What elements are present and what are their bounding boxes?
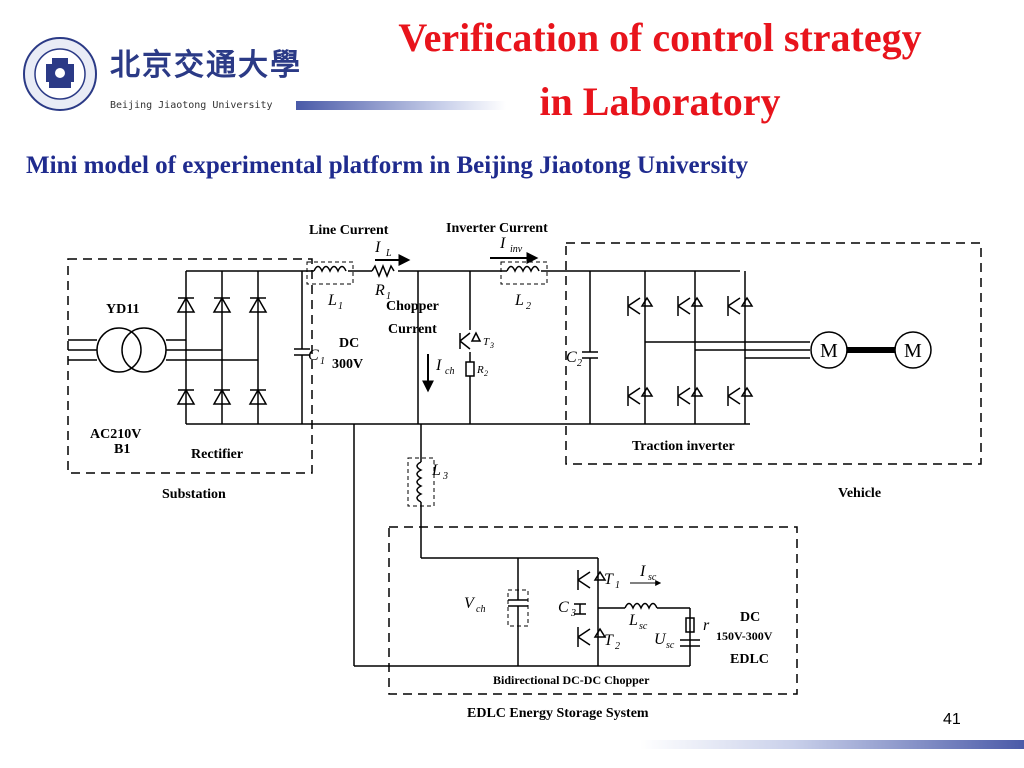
sym-isc: I [639, 563, 646, 580]
sym-il: I [374, 239, 381, 256]
university-seal-icon [23, 37, 97, 111]
page-number: 41 [943, 711, 961, 728]
edlc-dc-label: DC [740, 610, 760, 625]
sym-c3: C [558, 599, 569, 616]
footer-band [640, 740, 1024, 749]
university-logo [22, 36, 98, 112]
svg-text:2: 2 [577, 358, 582, 369]
l3-box [407, 457, 435, 507]
chopper-current-label-1: Chopper [386, 299, 439, 314]
transformer-yd11 [68, 327, 258, 373]
university-name-en: Beijing Jiaotong University [110, 100, 273, 111]
yd11-label: YD11 [106, 302, 139, 317]
sym-c2: C [566, 349, 577, 366]
current-arrows [375, 252, 662, 586]
svg-text:1: 1 [386, 291, 391, 302]
edlc-chopper [354, 557, 700, 667]
svg-text:inv: inv [510, 244, 523, 255]
sym-l3: L [431, 462, 441, 479]
dc-bus [186, 263, 810, 666]
svg-text:2: 2 [526, 301, 531, 312]
university-name-cn: 北京交通大學 [110, 48, 302, 83]
b1-label: B1 [114, 442, 130, 457]
traction-inverter-label: Traction inverter [632, 439, 735, 454]
svg-text:sc: sc [648, 572, 657, 583]
sym-lsc: L [628, 612, 638, 629]
svg-text:ch: ch [445, 366, 454, 377]
header-band [296, 101, 506, 110]
edlc-system-label: EDLC Energy Storage System [467, 706, 649, 721]
vehicle-label: Vehicle [838, 486, 881, 501]
sym-r1: R [374, 282, 385, 299]
svg-text:2: 2 [484, 369, 488, 378]
sym-usc: U [654, 631, 667, 648]
svg-text:L: L [385, 248, 392, 259]
svg-text:2: 2 [615, 641, 620, 652]
sym-t2: T [604, 632, 614, 649]
line-current-box [306, 261, 354, 285]
svg-text:1: 1 [615, 580, 620, 591]
svg-text:1: 1 [320, 356, 325, 367]
edlc-system-box [388, 526, 798, 695]
inverter-current-label: Inverter Current [446, 221, 548, 236]
motor-2-label: M [904, 340, 922, 362]
dc-label: DC [339, 336, 359, 351]
slide-title-line-1: Verification of control strategy [398, 15, 922, 60]
svg-text:1: 1 [338, 301, 343, 312]
dc-300v-label: 300V [332, 357, 363, 372]
sym-ich: I [435, 357, 442, 374]
svg-text:3: 3 [570, 608, 576, 619]
sym-t1: T [604, 571, 614, 588]
svg-text:3: 3 [489, 341, 494, 350]
svg-text:3: 3 [442, 471, 448, 482]
vehicle-box [565, 242, 982, 465]
motors [810, 331, 932, 369]
svg-text:ch: ch [476, 604, 485, 615]
svg-text:sc: sc [639, 621, 648, 632]
rectifier-bridge [176, 271, 268, 424]
rectifier-label: Rectifier [191, 447, 243, 462]
inverter-current-box [500, 261, 548, 285]
edlc-voltage-label: 150V-300V [716, 629, 773, 643]
ac210v-label: AC210V [90, 427, 141, 442]
sym-vch: V [464, 595, 476, 612]
chopper-current-label-2: Current [388, 322, 437, 337]
svg-text:sc: sc [666, 640, 675, 651]
substation-label: Substation [162, 487, 226, 502]
sym-l2: L [514, 292, 524, 309]
slide-subtitle: Mini model of experimental platform in B… [26, 152, 749, 179]
line-current-label: Line Current [309, 223, 389, 238]
bidirectional-chopper-label: Bidirectional DC-DC Chopper [493, 673, 650, 687]
sym-iinv: I [499, 235, 506, 252]
sym-l1: L [327, 292, 337, 309]
sym-c1: C [308, 347, 319, 364]
sym-t3: T [483, 336, 490, 348]
substation-box [67, 258, 313, 474]
edlc-label: EDLC [730, 652, 769, 667]
slide-title-line-2: in Laboratory [539, 79, 781, 124]
motor-1-label: M [820, 340, 838, 362]
sym-r2: R [476, 364, 484, 376]
sym-r: r [703, 617, 710, 634]
